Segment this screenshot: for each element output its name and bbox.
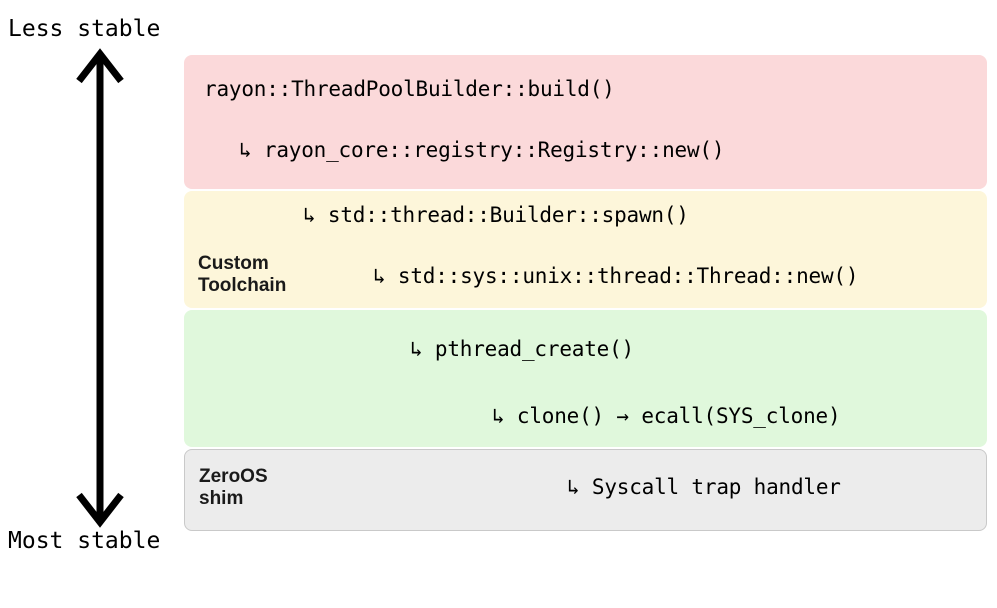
code-line-std-sys-unix-thread-new: ↳ std::sys::unix::thread::Thread::new() [373,264,859,288]
stability-axis: Less stable Most stable [0,0,190,608]
code-line-rayon-core-registry-new: ↳ rayon_core::registry::Registry::new() [239,138,725,162]
code-line-clone-ecall-sys-clone: ↳ clone() → ecall(SYS_clone) [492,404,841,428]
layer-tag-custom-toolchain: Custom Toolchain [198,253,287,296]
code-line-rayon-threadpoolbuilder-build: rayon::ThreadPoolBuilder::build() [204,77,615,101]
axis-label-less-stable: Less stable [8,16,161,42]
layer-rayon: rayon::ThreadPoolBuilder::build() ↳ rayo… [184,55,987,189]
layer-custom-toolchain: Custom Toolchain ↳ std::thread::Builder:… [184,191,987,308]
code-line-syscall-trap-handler: ↳ Syscall trap handler [567,475,841,499]
code-line-pthread-create: ↳ pthread_create() [410,337,634,361]
layer-libc: ↳ pthread_create() ↳ clone() → ecall(SYS… [184,310,987,447]
layer-zeroos-shim: ZeroOS shim ↳ Syscall trap handler [184,449,987,531]
call-stack-layer-diagram: rayon::ThreadPoolBuilder::build() ↳ rayo… [184,55,987,531]
stability-double-arrow-icon [76,48,124,528]
axis-label-most-stable: Most stable [8,528,161,554]
layer-tag-zeroos-shim: ZeroOS shim [199,466,268,509]
code-line-std-thread-builder-spawn: ↳ std::thread::Builder::spawn() [303,203,689,227]
